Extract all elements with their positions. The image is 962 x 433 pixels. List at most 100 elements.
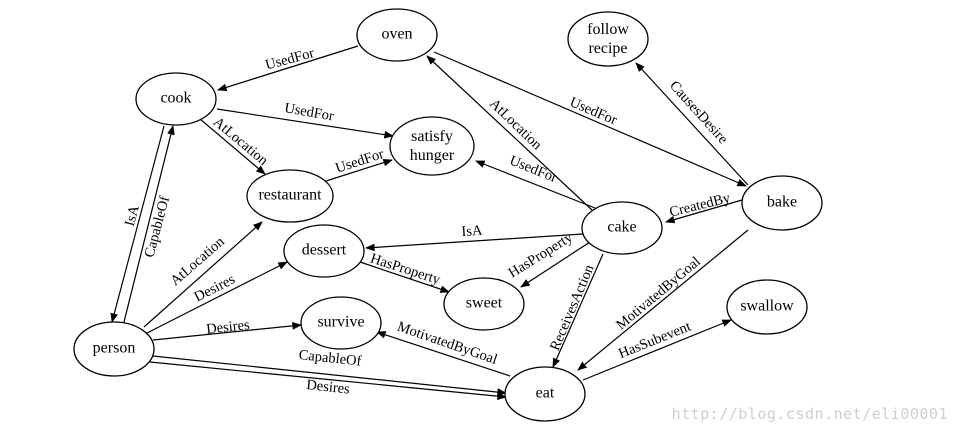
edge-line [149,361,507,400]
node-label: bake [767,194,797,211]
node-ellipse [246,169,334,223]
edge-cook-restaurant [199,118,266,175]
edge-person-survive [152,322,302,341]
edge-person-restaurant [143,221,263,328]
edge-label-oven-bake: UsedFor [567,94,619,128]
edge-line [152,322,302,341]
node-label: restaurant [258,187,322,204]
node-label: eat [536,385,555,402]
edge-cook-satisfy [216,108,394,139]
node-ellipse [443,277,525,331]
edge-label-person-cook-capable: CapableOf [141,194,173,259]
edge-line [552,253,604,368]
node-sweet: sweet [443,277,525,331]
node-label: cake [607,219,636,236]
edge-line [376,331,511,377]
node-oven: oven [356,8,438,62]
edge-line [325,158,393,182]
edge-label-person-survive: Desires [205,317,250,337]
edge-label-bake-follow: CausesDesire [666,78,731,147]
node-label: dessert [302,242,347,259]
node-ellipse [726,279,808,335]
edge-line [152,355,507,396]
node-ellipse [504,366,586,422]
edge-line [520,241,591,288]
node-cake: cake [581,201,663,255]
node-ellipse [135,72,217,126]
edge-bake-eat [577,229,749,371]
node-ellipse [283,224,365,278]
edge-label-dessert-sweet: HasProperty [368,251,443,289]
edge-dessert-sweet [359,261,450,293]
edge-line [146,261,288,334]
watermark-text: http://blog.csdn.net/eli00001 [671,405,948,423]
edge-person-dessert [146,261,288,334]
node-label: person [93,340,136,357]
node-survive: survive [300,296,382,350]
node-label: cook [160,90,191,107]
node-label: swallow [740,298,794,315]
edge-line [665,199,743,224]
node-swallow: swallow [726,279,808,335]
edge-line [365,233,584,252]
node-restaurant: restaurant [246,169,334,223]
edge-label-bake-eat: MotivatedByGoal [613,254,704,334]
node-dessert: dessert [283,224,365,278]
edge-restaurant-satisfy [325,158,393,182]
edge-label-cake-satisfy: UsedFor [507,153,559,187]
edge-label-cake-oven: AtLocation [486,96,545,154]
edge-line [110,125,165,323]
edge-line [635,62,749,186]
node-bake: bake [741,175,823,231]
edge-line [217,45,359,92]
edge-label-cake-eat: ReceivesAction [547,262,598,353]
edge-person-cook-capable [123,125,175,323]
node-ellipse [581,201,663,255]
edge-cake-eat [552,253,604,368]
node-ellipse [73,321,155,377]
node-ellipse [567,11,649,67]
node-label: survive [317,314,364,331]
edge-cake-dessert [365,233,584,252]
edge-label-person-dessert: Desires [192,271,238,305]
edge-label-oven-cook: UsedFor [264,45,317,73]
edge-line [199,118,266,175]
edge-label-bake-cake: CreatedBy [668,190,733,221]
edge-oven-cook [217,45,359,92]
edge-eat-survive [376,331,511,377]
edge-label-restaurant-satisfy: UsedFor [334,146,387,177]
node-cook: cook [135,72,217,126]
node-person: person [73,321,155,377]
edge-line [216,108,394,139]
node-eat: eat [504,366,586,422]
node-label: oven [381,26,412,43]
edge-person-cook-isa [110,125,165,323]
edge-eat-swallow [582,319,732,381]
node-ellipse [300,296,382,350]
node-label: sweet [466,295,503,312]
node-ellipse [389,116,475,176]
edge-label-person-eat-capable: CapableOf [298,347,362,369]
edge-oven-bake [433,51,747,187]
edge-line [123,125,175,323]
edge-label-cook-restaurant: AtLocation [210,114,271,169]
edge-line [143,221,263,328]
edge-label-person-eat-desires: Desires [306,377,351,397]
edge-line [359,261,450,293]
edge-cake-satisfy [475,160,596,209]
edge-person-eat-capable [152,355,507,396]
edge-person-eat-desires [149,361,507,400]
edge-label-person-cook-isa: IsA [122,203,143,228]
node-ellipse [356,8,438,62]
edge-line [433,51,747,187]
edge-line [475,160,596,209]
edge-cake-sweet [520,241,591,288]
edge-bake-follow [635,62,749,186]
edge-label-cake-dessert: IsA [461,223,484,240]
edge-bake-cake [665,199,743,224]
